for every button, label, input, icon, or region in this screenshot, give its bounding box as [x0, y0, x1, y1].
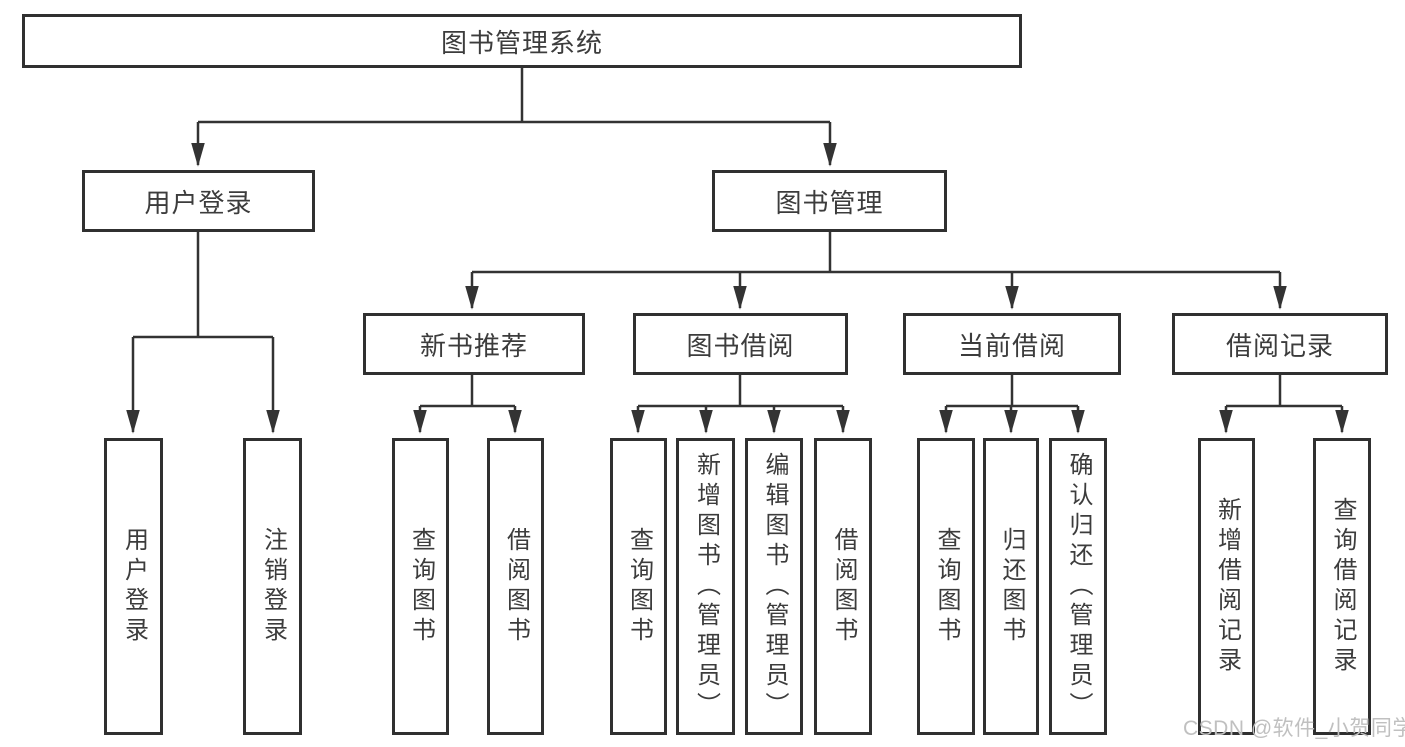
csdn-watermark: CSDN @软件_小贺同学: [1183, 717, 1405, 740]
leaf-query-books-current: 查询图书: [917, 438, 975, 735]
node-book-borrowing: 图书借阅: [633, 313, 848, 375]
leaf-confirm-return-admin: 确认归还（管理员）: [1049, 438, 1107, 735]
leaf-user-login: 用户登录: [104, 438, 163, 735]
leaf-logout: 注销登录: [243, 438, 302, 735]
node-book-management: 图书管理: [712, 170, 947, 232]
leaf-add-books-admin: 新增图书（管理员）: [676, 438, 735, 735]
connector-root-to-level2: [191, 68, 837, 167]
connector-book-management-to-level3: [465, 232, 1287, 310]
node-user-login: 用户登录: [82, 170, 315, 232]
connector-current-borrowing-branch: [939, 375, 1085, 434]
node-new-book-recommend: 新书推荐: [363, 313, 585, 375]
leaf-query-books-recommend: 查询图书: [392, 438, 449, 735]
node-library-system: 图书管理系统: [22, 14, 1022, 68]
leaf-query-books-borrowing: 查询图书: [610, 438, 667, 735]
leaf-borrow-books-borrowing: 借阅图书: [814, 438, 872, 735]
leaf-edit-books-admin: 编辑图书（管理员）: [745, 438, 803, 735]
node-borrowing-records: 借阅记录: [1172, 313, 1388, 375]
leaf-borrow-books-recommend: 借阅图书: [487, 438, 544, 735]
connector-borrowing-records-branch: [1219, 375, 1349, 434]
node-current-borrowing: 当前借阅: [903, 313, 1121, 375]
leaf-query-borrow-record: 查询借阅记录: [1313, 438, 1371, 735]
connector-book-borrowing-branch: [631, 375, 850, 434]
leaf-return-books: 归还图书: [983, 438, 1039, 735]
leaf-add-borrow-record: 新增借阅记录: [1198, 438, 1255, 735]
connector-user-login-branch: [126, 232, 280, 434]
connector-new-book-recommend-branch: [413, 375, 522, 434]
